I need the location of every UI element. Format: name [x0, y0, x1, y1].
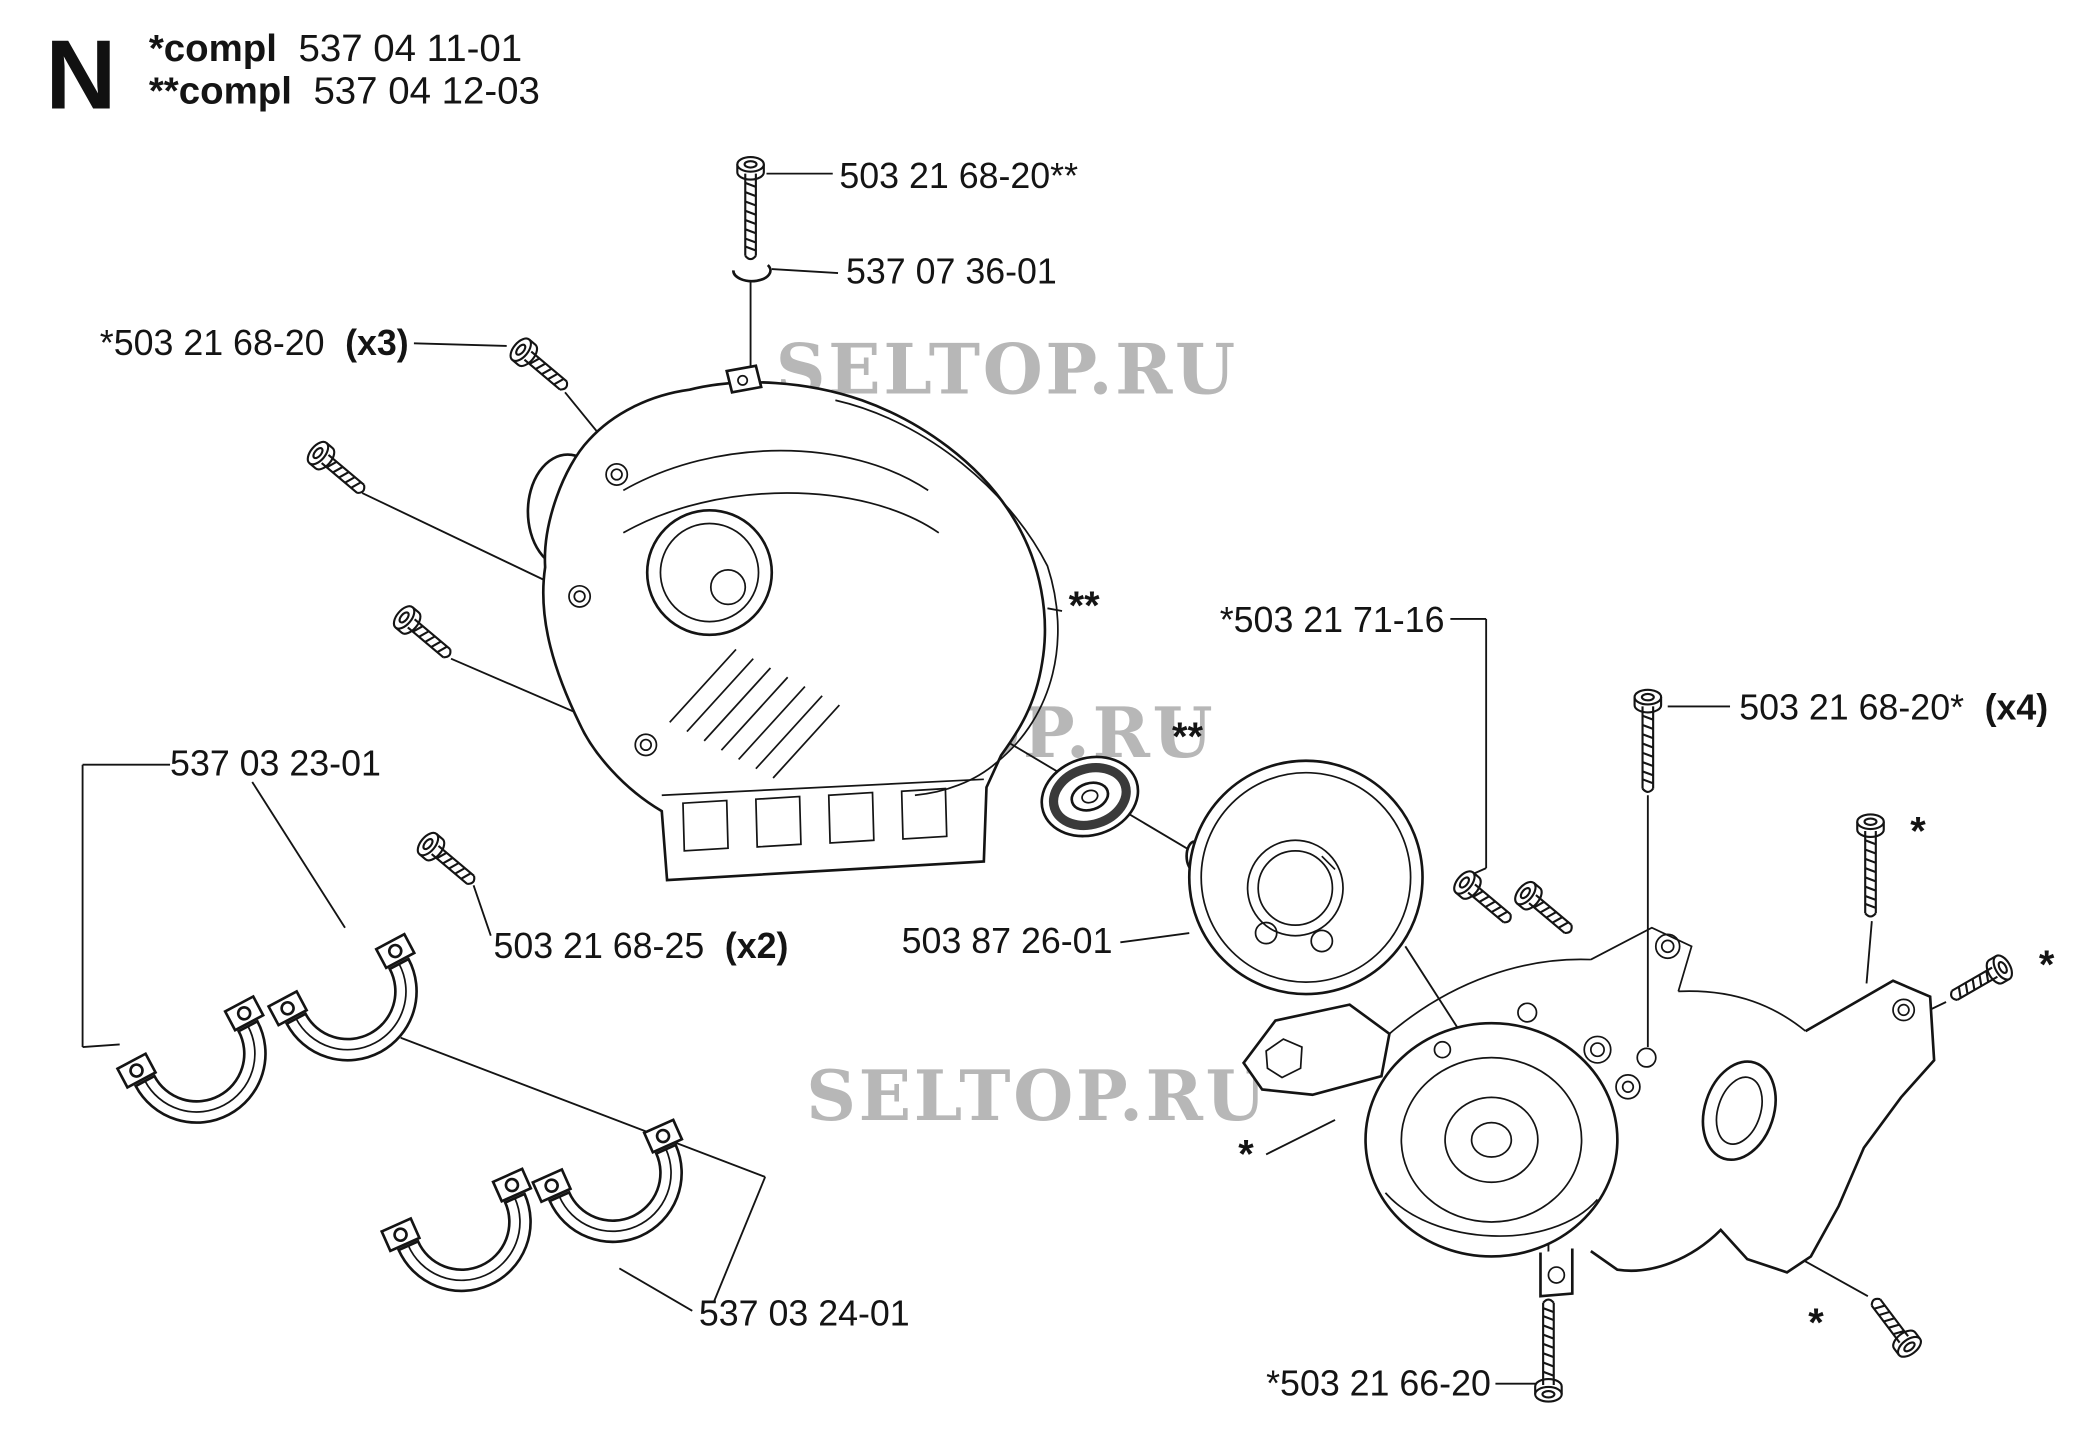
- reference-marks: ** ** * * * *: [1069, 584, 2055, 1345]
- part-labels: 503 21 68-20** 537 07 36-01 *503 21 68-2…: [100, 156, 2048, 1403]
- label-clamp-screw: 503 21 68-25 (x2): [493, 926, 788, 966]
- clamp-screw: [412, 828, 483, 894]
- label-clutch-drum: 503 87 26-01: [902, 921, 1113, 961]
- compl-prefix-1: *compl: [149, 27, 277, 70]
- upper-clamp-half-1: [116, 995, 299, 1152]
- crankshaft-opening: [645, 508, 774, 637]
- gearbox-left-arm: [1241, 1003, 1391, 1097]
- clutch-drum: [1185, 759, 1424, 996]
- bottom-screw: [1534, 1298, 1563, 1403]
- retaining-ring: [732, 264, 772, 283]
- lower-clamp-half-1: [380, 1167, 562, 1318]
- label-bottom-screw: *503 21 66-20: [1266, 1364, 1491, 1404]
- mark-screw-b: *: [1910, 809, 1926, 853]
- mark-screw-c: *: [2039, 943, 2055, 987]
- top-mount-tab: [725, 364, 763, 394]
- label-clamp-screw-number: 503 21 68-25: [493, 926, 704, 966]
- pair-screw-1: [1449, 866, 1520, 932]
- cooling-fins: [669, 648, 841, 779]
- right-screw-a: [1633, 688, 1663, 793]
- right-screw-c: [1944, 951, 2017, 1010]
- gearbox-bottom-tab: [1539, 1248, 1574, 1298]
- mark-gearbox: *: [1238, 1133, 1254, 1177]
- label-pair-screws: *503 21 71-16: [1220, 600, 1445, 640]
- label-left-screws-number: *503 21 68-20: [100, 323, 325, 363]
- compl-line-2: **compl 537 04 12-03: [149, 69, 540, 112]
- label-clamp-screw-qty: (x2): [725, 926, 789, 966]
- label-top-screw: 503 21 68-20**: [839, 156, 1078, 196]
- mark-bearing: **: [1172, 715, 1203, 759]
- gearbox-housing: [1241, 926, 1936, 1298]
- mark-gasket: **: [1069, 584, 1100, 628]
- lower-clamp-half-2: [531, 1118, 713, 1269]
- section-letter: N: [45, 20, 116, 130]
- label-left-screws: *503 21 68-20 (x3): [100, 323, 409, 363]
- mark-screw-d: *: [1808, 1301, 1824, 1345]
- label-right-screws-qty: (x4): [1985, 688, 2049, 728]
- compl-prefix-2: **compl: [149, 69, 292, 112]
- ball-bearing: [1040, 755, 1140, 838]
- label-right-screws-number: 503 21 68-20*: [1739, 688, 1964, 728]
- label-upper-clamp: 537 03 23-01: [170, 743, 381, 783]
- flange-slots: [682, 787, 948, 852]
- compl-number-2: 537 04 12-03: [313, 69, 539, 112]
- top-screw: [736, 155, 765, 261]
- right-screw-b: [1856, 813, 1885, 918]
- watermark-bottom: SELTOP.RU: [806, 1056, 1268, 1137]
- label-right-screws: 503 21 68-20* (x4): [1739, 688, 2048, 728]
- upper-clamp-half-2: [267, 932, 450, 1090]
- gasket-outline: [835, 399, 1059, 797]
- left-screw-3: [388, 601, 459, 667]
- compl-number-1: 537 04 11-01: [299, 27, 523, 70]
- label-lower-clamp: 537 03 24-01: [699, 1293, 910, 1333]
- left-screw-1: [505, 333, 576, 399]
- page-header: N *compl 537 04 11-01 **compl 537 04 12-…: [45, 20, 539, 130]
- label-left-screws-qty: (x3): [345, 323, 409, 363]
- right-screw-d: [1862, 1290, 1926, 1362]
- label-retaining-ring: 537 07 36-01: [846, 252, 1057, 292]
- left-screw-2: [302, 437, 373, 503]
- crankcase-housing: [526, 364, 1059, 882]
- compl-line-1: *compl 537 04 11-01: [149, 27, 522, 70]
- gearbox-tube-opening: [1701, 1060, 1777, 1162]
- pair-screw-2: [1510, 877, 1581, 943]
